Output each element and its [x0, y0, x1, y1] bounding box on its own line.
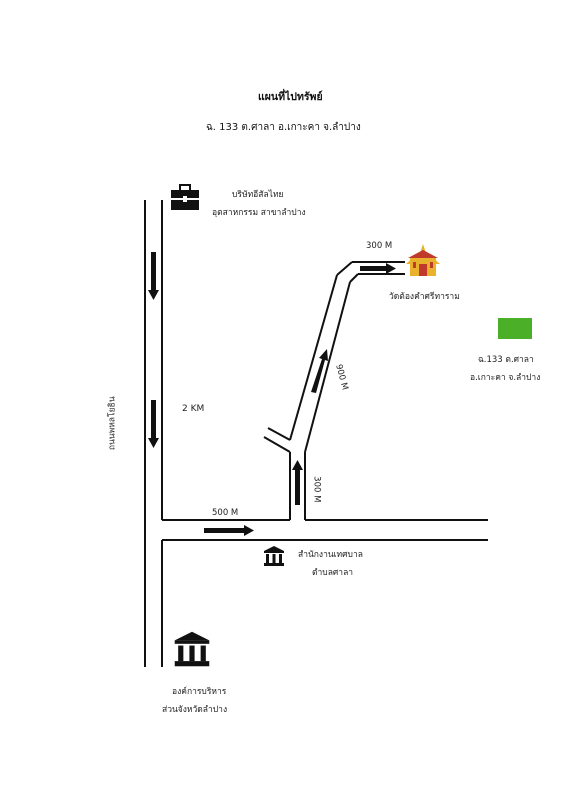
- temple-label: วัดต้องคำศรีทาราม: [389, 292, 460, 302]
- arrow-up-spur: [292, 460, 303, 505]
- arrow-down-1: [148, 252, 159, 300]
- company-label-line2: อุตสาหกรรม สาขาลำปาง: [212, 208, 306, 218]
- arrow-diagonal: [311, 349, 328, 393]
- property-label-line1: ฉ.133 ต.ศาลา: [478, 355, 534, 365]
- fork-left-lower: [263, 436, 291, 453]
- arrow-right-cross-road: [204, 525, 254, 536]
- provincial-label-line1: องค์การบริหาร: [172, 687, 227, 697]
- municipal-label-line1: สำนักงานเทศบาล: [298, 550, 363, 560]
- diagonal-west-edge: [289, 274, 338, 441]
- distance-to-junction: 500 M: [212, 508, 239, 518]
- fork-left-upper: [267, 427, 291, 441]
- arrow-right-temple: [360, 263, 396, 274]
- temple-icon: [406, 244, 440, 276]
- diagonal-east-edge: [304, 281, 351, 453]
- distance-to-temple: 300 M: [366, 241, 393, 251]
- briefcase-icon: [171, 184, 199, 210]
- provincial-label-line2: ส่วนจังหวัดลำปาง: [162, 705, 228, 715]
- property-marker: [498, 318, 532, 339]
- government-building-icon: [174, 631, 210, 667]
- government-building-icon: [264, 546, 284, 566]
- distance-north-segment: 300 M: [311, 476, 322, 503]
- map-subtitle: ฉ. 133 ต.ศาลา อ.เกาะคา จ.ลำปาง: [206, 122, 361, 133]
- temple-road-bend-south: [349, 273, 359, 283]
- company-label-line1: บริษัทอีสัลไทย: [232, 190, 284, 200]
- municipal-label-line2: ตำบลศาลา: [312, 568, 354, 578]
- map-title: แผนที่ไปทรัพย์: [258, 91, 323, 103]
- temple-road-bend-north: [336, 261, 353, 276]
- distance-main-road: 2 KM: [182, 404, 205, 414]
- property-label-line2: อ.เกาะคา จ.ลำปาง: [470, 373, 541, 383]
- road-name-label: ถนนพหลโยธิน: [107, 396, 118, 451]
- arrow-down-2: [148, 400, 159, 448]
